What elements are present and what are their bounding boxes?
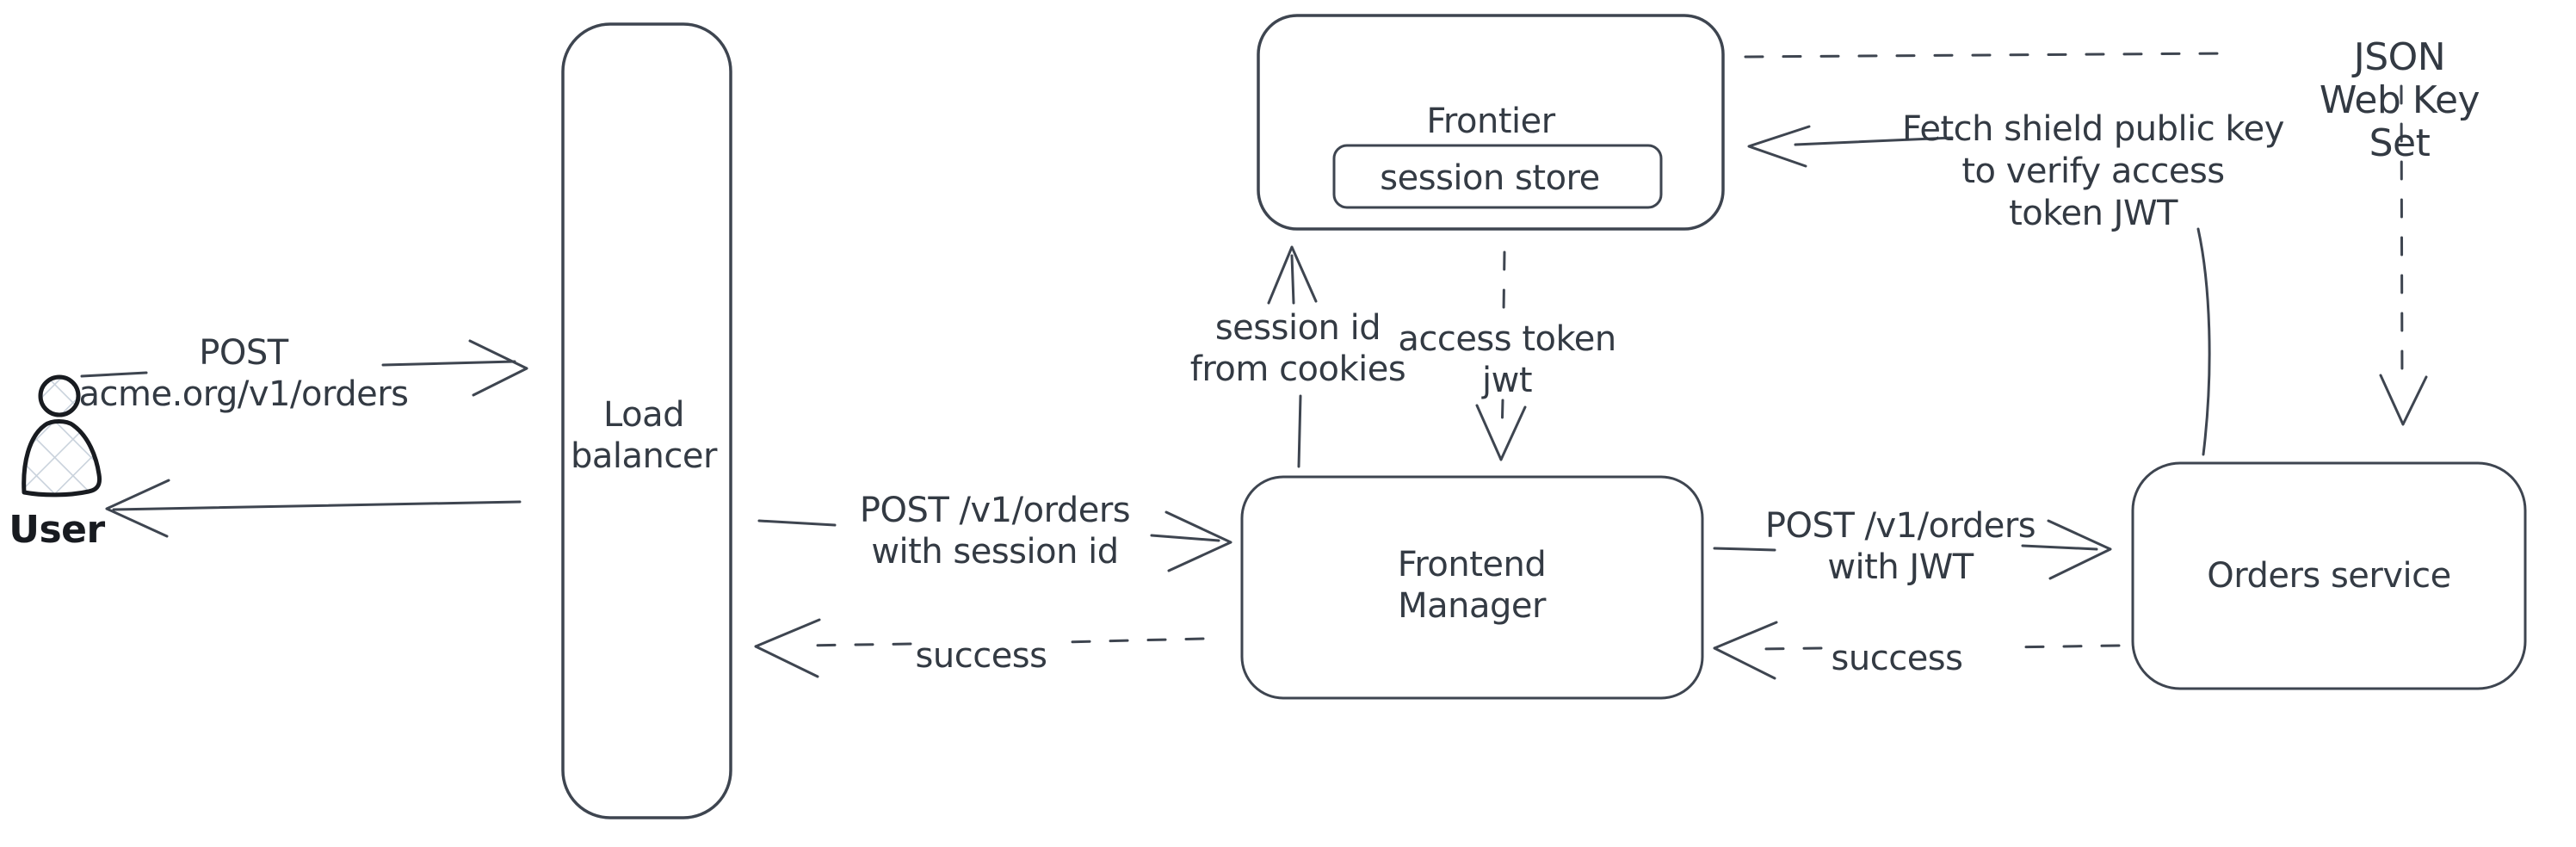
user-icon (22, 374, 102, 498)
load-balancer-label: Load balancer (571, 395, 717, 476)
arrow-orders-service-to-frontier-fetch (1747, 125, 2211, 456)
edge-label-success-right: success (1831, 639, 1963, 678)
frontend-manager-label: Frontend Manager (1397, 545, 1547, 626)
edge-label-access-token-jwt: access token jwt (1398, 319, 1616, 400)
arrow-jwks-links (1744, 52, 2428, 426)
arrow-user-to-load-balancer (80, 339, 528, 397)
user-icon-head (38, 374, 81, 417)
edge-label-post-orders-session-id: POST /v1/orders with session id (859, 491, 1131, 572)
edge-label-post-orders-jwt: POST /v1/orders with JWT (1764, 506, 2036, 587)
arrow-frontend-manager-to-load-balancer-success (754, 618, 1205, 678)
user-label: User (9, 508, 105, 552)
arrow-frontend-manager-to-frontier (1267, 245, 1318, 468)
edge-label-fetch-shield-public-key: Fetch shield public key to verify access… (1902, 109, 2284, 233)
edge-label-post-acme-orders: POST acme.org/v1/orders (78, 333, 409, 414)
orders-service-label: Orders service (2207, 556, 2451, 596)
session-store-label: session store (1380, 158, 1600, 198)
arrow-load-balancer-to-frontend-manager (757, 510, 1232, 572)
arrow-frontend-manager-to-orders-service (1713, 519, 2112, 580)
arrow-frontier-to-frontend-manager (1475, 250, 1527, 461)
frontier-label: Frontier (1426, 102, 1555, 141)
load-balancer-box (561, 22, 732, 819)
arrow-load-balancer-to-user (105, 479, 522, 538)
arrow-orders-service-to-frontend-manager-success (1713, 621, 2121, 680)
jwks-label: JSON Web Key Set (2319, 35, 2480, 165)
edge-label-session-id-from-cookies: session id from cookies (1189, 308, 1406, 389)
frontend-manager-box (1240, 475, 1704, 700)
user-icon-body (22, 419, 102, 498)
edge-label-success-left: success (915, 636, 1047, 676)
session-store-box (1332, 144, 1663, 209)
orders-service-box (2131, 461, 2527, 690)
